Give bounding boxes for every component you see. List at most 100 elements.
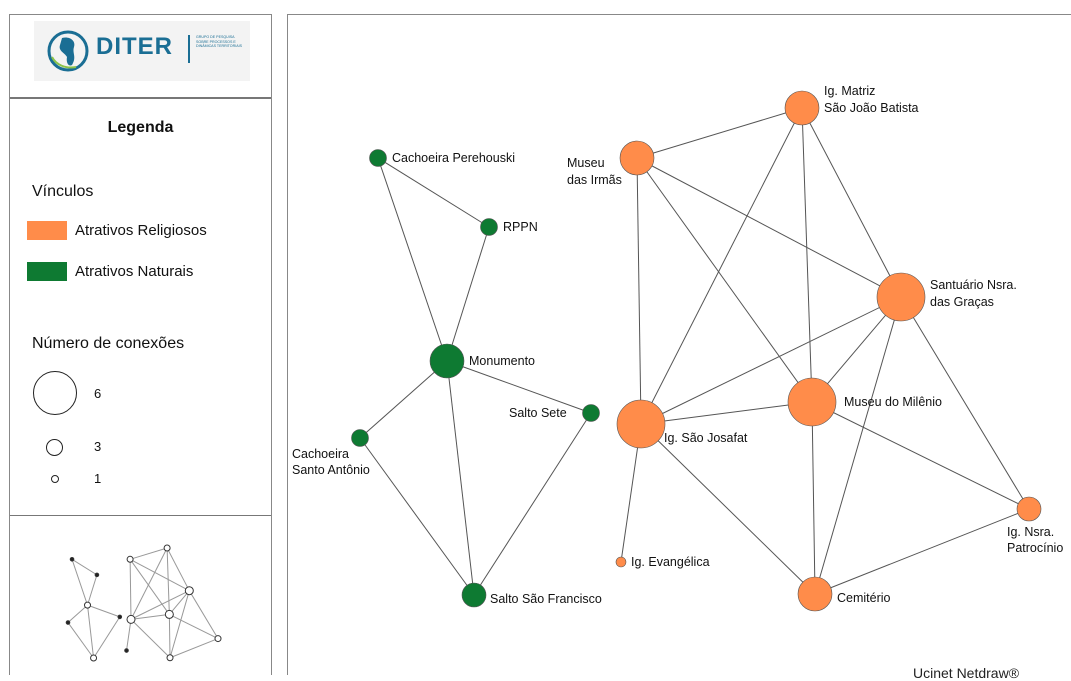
node-label-ig-nsra-patrocinio: Patrocínio (1007, 541, 1063, 555)
size-circle-small (51, 475, 59, 483)
node-cemiterio[interactable] (797, 576, 833, 612)
network-minimap (10, 516, 271, 676)
node-rppn[interactable] (480, 218, 498, 236)
minimap-edge (67, 622, 94, 659)
minimap-node (117, 614, 123, 620)
globe-icon (47, 30, 89, 72)
node-label-museu-irmas: Museu (567, 156, 605, 170)
node-santuario[interactable] (876, 272, 926, 322)
edge-monumento-cachoeira-santo-antonio (359, 360, 448, 439)
edge-museu-irmas-ig-matriz (636, 107, 803, 159)
size-title: Número de conexões (32, 335, 185, 352)
religious-label: Atrativos Religiosos (75, 222, 207, 239)
edge-rppn-monumento (446, 226, 490, 362)
node-label-cachoeira-perehouski: Cachoeira Perehouski (392, 151, 515, 165)
minimap-edge (71, 559, 88, 606)
legend-title: Legenda (107, 119, 174, 136)
edge-museu-irmas-ig-sao-josafat (636, 157, 642, 425)
node-ig-evangelica[interactable] (615, 556, 627, 568)
node-label-ig-matriz: São João Batista (824, 101, 919, 115)
node-cachoeira-santo-antonio[interactable] (351, 429, 369, 447)
minimap-node (126, 555, 134, 563)
minimap-edge (67, 604, 88, 623)
minimap-node (164, 609, 174, 619)
node-ig-matriz[interactable] (784, 90, 820, 126)
minimap-edge (169, 613, 219, 640)
node-label-salto-sao-francisco: Salto São Francisco (490, 592, 602, 606)
minimap-edge (130, 613, 170, 620)
size-circle-medium (46, 439, 63, 456)
minimap-edge (188, 590, 219, 639)
edge-monumento-salto-sete (446, 360, 592, 414)
minimap-edge (168, 590, 190, 615)
node-monumento[interactable] (429, 343, 465, 379)
minimap-graph (65, 544, 222, 662)
minimap-edge (130, 547, 168, 620)
links-label: Vínculos (32, 183, 94, 200)
edge-museu-irmas-museu-milenio (636, 157, 813, 403)
edge-museu-irmas-santuario (636, 157, 902, 298)
node-label-monumento: Monumento (469, 354, 535, 368)
legend-panel: DITER GRUPO DE PESQUISA SOBRE PROCESSOS … (9, 14, 272, 675)
node-label-rppn: RPPN (503, 220, 538, 234)
node-cachoeira-perehouski[interactable] (369, 149, 387, 167)
node-museu-irmas[interactable] (619, 140, 655, 176)
edge-santuario-cemiterio (814, 296, 902, 595)
religious-swatch (27, 221, 67, 240)
logo-divider (188, 35, 190, 63)
node-label-salto-sete: Salto Sete (509, 406, 567, 420)
software-credit: Ucinet Netdraw® (913, 665, 1020, 681)
edge-ig-matriz-museu-milenio (801, 107, 813, 403)
natural-label: Atrativos Naturais (75, 263, 194, 280)
edge-museu-milenio-ig-sao-josafat (640, 401, 813, 425)
edge-cemiterio-ig-nsra-patrocinio (814, 508, 1030, 595)
edge-museu-milenio-ig-nsra-patrocinio (811, 401, 1030, 510)
minimap-node (214, 635, 222, 643)
legend: Legenda Vínculos Atrativos Religiosos At… (10, 99, 271, 516)
node-label-ig-evangelica: Ig. Evangélica (631, 555, 710, 569)
edge-ig-matriz-ig-sao-josafat (640, 107, 803, 425)
minimap-edge (129, 547, 168, 560)
node-label-ig-matriz: Ig. Matriz (824, 84, 875, 98)
minimap-edge (130, 619, 171, 659)
size-value-large: 6 (94, 386, 102, 401)
minimap-edge (93, 616, 121, 659)
node-museu-milenio[interactable] (787, 377, 837, 427)
node-label-cachoeira-santo-antonio: Santo Antônio (292, 463, 370, 477)
minimap-node (65, 620, 71, 625)
edge-santuario-ig-nsra-patrocinio (900, 296, 1030, 510)
minimap-node (184, 586, 194, 596)
minimap-edge (129, 558, 190, 592)
minimap-node (90, 654, 98, 662)
edge-monumento-salto-sao-francisco (446, 360, 475, 596)
minimap-node (163, 544, 171, 552)
node-ig-sao-josafat[interactable] (616, 399, 666, 449)
minimap-edge (169, 638, 219, 659)
minimap-edge (126, 619, 132, 651)
minimap-edge (166, 547, 170, 615)
node-label-museu-milenio: Museu do Milênio (844, 395, 942, 409)
minimap-node (124, 648, 129, 653)
minimap-edge (87, 604, 120, 618)
logo-wordmark: DITER (96, 33, 173, 60)
node-label-ig-nsra-patrocinio: Ig. Nsra. (1007, 525, 1054, 539)
minimap-edge (71, 558, 98, 576)
node-label-ig-sao-josafat: Ig. São Josafat (664, 431, 748, 445)
logo-area: DITER GRUPO DE PESQUISA SOBRE PROCESSOS … (10, 15, 271, 99)
minimap-node (166, 654, 174, 662)
node-ig-nsra-patrocinio[interactable] (1016, 496, 1042, 522)
node-label-cachoeira-santo-antonio: Cachoeira (292, 447, 349, 461)
edge-ig-matriz-santuario (801, 107, 902, 298)
node-label-santuario: Santuário Nsra. (930, 278, 1017, 292)
minimap-edge (130, 590, 190, 620)
logo-subtitle: GRUPO DE PESQUISA SOBRE PROCESSOS E DINÂ… (196, 35, 242, 49)
size-circle-large (33, 371, 77, 415)
edge-cachoeira-santo-antonio-salto-sao-francisco (359, 437, 475, 596)
minimap-edge (129, 559, 132, 620)
node-label-cemiterio: Cemitério (837, 591, 891, 605)
node-salto-sete[interactable] (582, 404, 600, 422)
logo: DITER GRUPO DE PESQUISA SOBRE PROCESSOS … (34, 21, 250, 81)
node-salto-sao-francisco[interactable] (461, 582, 487, 608)
